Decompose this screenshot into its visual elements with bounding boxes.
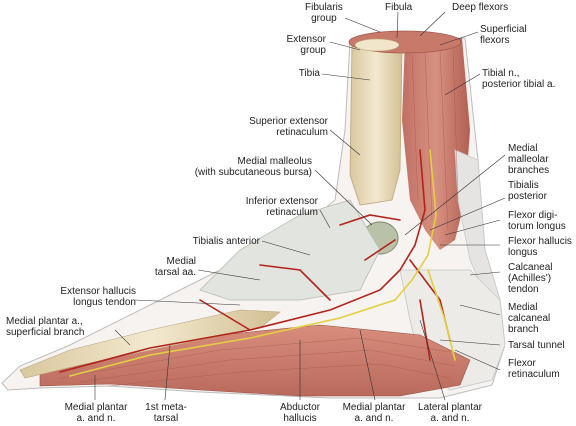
label-abductor-hallucis: Abductor hallucis [279,402,321,424]
label-flexor-digitorum-longus: Flexor digi- torum longus [508,210,566,232]
label-medial-tarsal: Medial tarsal aa. [154,256,196,278]
label-medial-plantar-superficial: Medial plantar a., superficial branch [6,316,85,338]
leg-striations [411,47,459,231]
label-extensor-hallucis-longus: Extensor hallucis longus tendon [60,286,136,308]
leader-lines [94,11,506,401]
label-extensor-group: Extensor group [286,34,326,56]
first-metatarsal-bone [19,309,281,379]
label-inferior-extensor-retinaculum: Inferior extensor retinaculum [245,196,318,218]
label-tibialis-anterior: Tibialis anterior [192,236,260,247]
label-tarsal-tunnel: Tarsal tunnel [508,340,565,351]
label-medial-plantar-right: Medial plantar a. and n. [342,402,406,424]
label-medial-malleolus: Medial malleolus (with subcutaneous burs… [194,156,312,178]
tibia-cross-section [354,38,400,52]
label-medial-malleolar-branches: Medial malleolar branches [508,143,550,176]
label-flexor-hallucis-longus: Flexor hallucis longus [508,236,572,258]
label-superficial-flexors: Superficial flexors [480,24,527,46]
label-fibula: Fibula [385,2,413,13]
dorsum-retinaculum [199,199,381,301]
label-medial-calcaneal-branch: Medial calcaneal branch [508,302,551,335]
label-medial-plantar-left: Medial plantar a. and n. [64,402,128,424]
posterior-leg-muscles [402,38,470,250]
label-lateral-plantar: Lateral plantar a. and n. [418,402,482,424]
label-calcaneal-tendon: Calcaneal (Achilles') tendon [508,262,553,295]
label-tibial-nerve: Tibial n., posterior tibial a. [482,68,556,90]
tibia-bone [349,44,403,206]
label-flexor-retinaculum: Flexor retinaculum [508,358,560,380]
label-deep-flexors: Deep flexors [452,2,509,13]
label-first-metatarsal: 1st meta- tarsal [145,402,187,424]
label-fibularis-group: Fibularis group [305,2,343,24]
label-tibialis-posterior: Tibialis posterior [508,180,547,202]
label-superior-extensor-retinaculum: Superior extensor retinaculum [249,116,328,138]
label-tibia: Tibia [298,68,320,79]
